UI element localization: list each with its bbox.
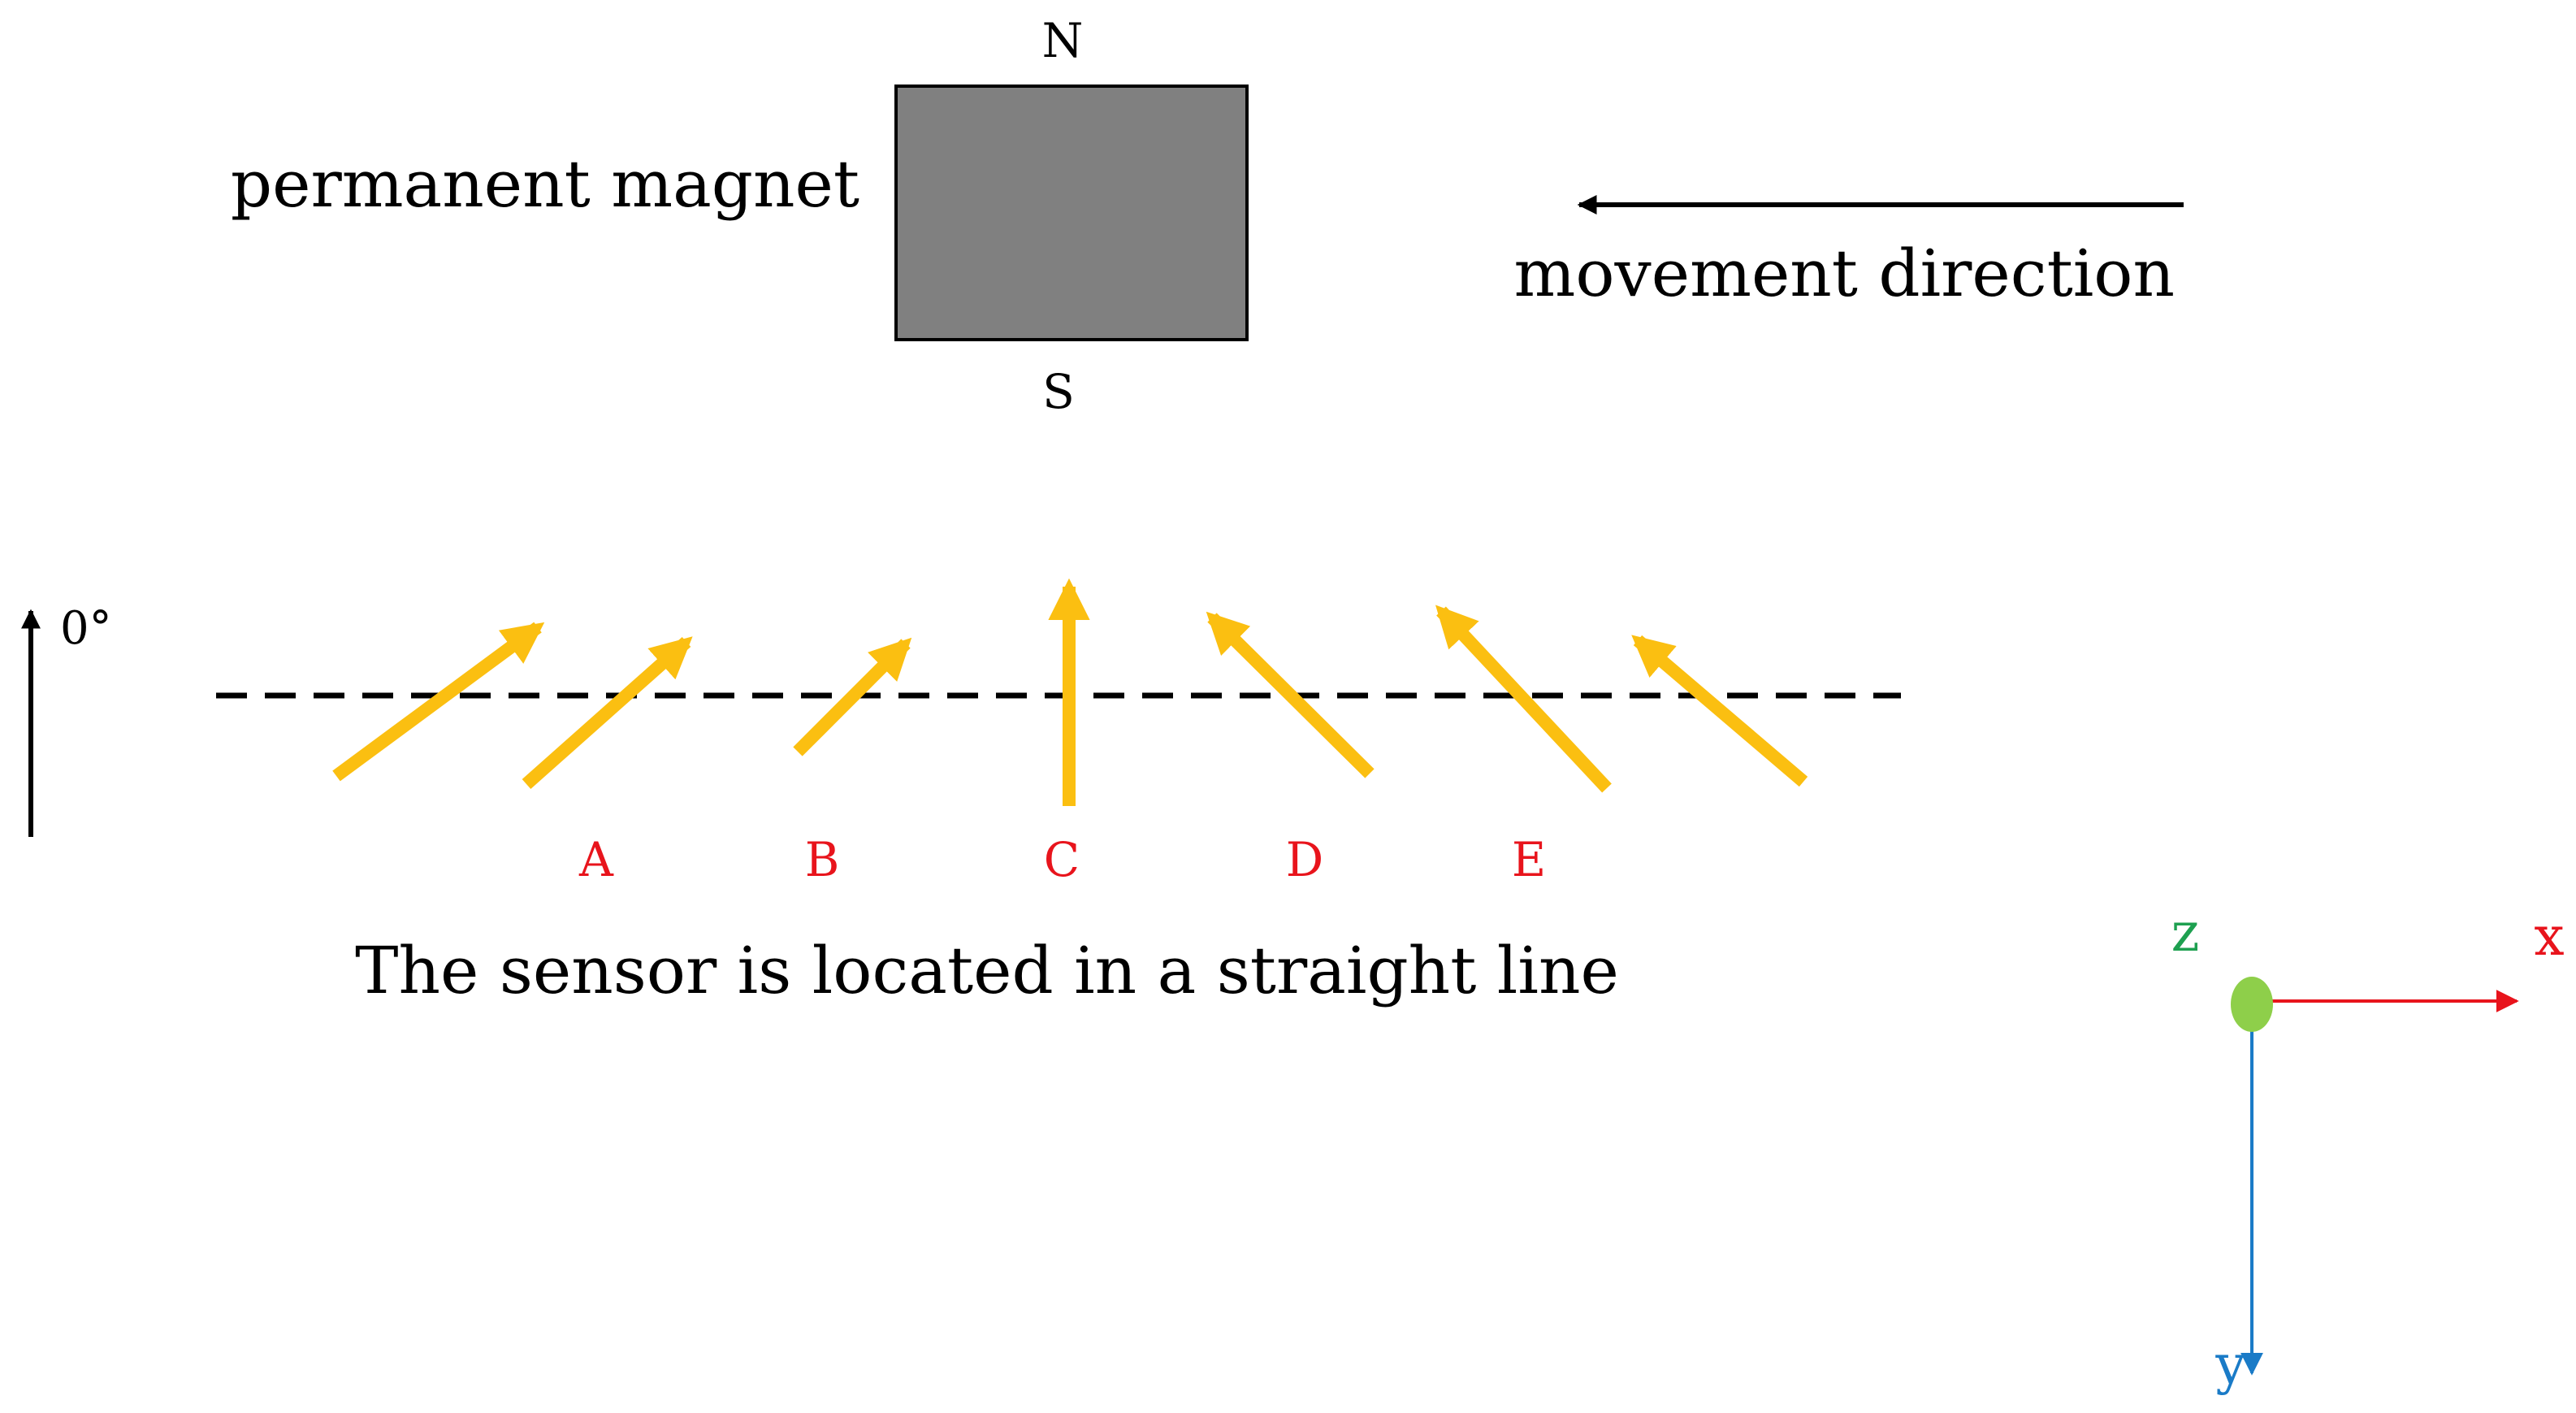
movement-direction-label: movement direction bbox=[1514, 236, 2175, 311]
north-pole-label: N bbox=[1042, 13, 1084, 68]
zero-degree-label: 0° bbox=[60, 602, 112, 655]
field-arrow-7 bbox=[1631, 635, 1808, 787]
sensor-labels: A B C D E bbox=[578, 832, 1546, 887]
field-arrow-3 bbox=[793, 637, 912, 756]
y-axis-label: y bbox=[2214, 1333, 2246, 1396]
south-pole-label: S bbox=[1042, 364, 1075, 419]
sensor-label-c: C bbox=[1044, 832, 1080, 887]
sensor-label-d: D bbox=[1286, 832, 1324, 887]
sensor-caption: The sensor is located in a straight line bbox=[355, 933, 1619, 1008]
sensor-label-e: E bbox=[1512, 832, 1546, 887]
z-axis-origin-dot bbox=[2231, 977, 2273, 1032]
field-arrow-1 bbox=[332, 622, 545, 782]
sensor-label-a: A bbox=[578, 832, 614, 887]
field-arrow-5 bbox=[1206, 611, 1375, 778]
z-axis-label: z bbox=[2171, 901, 2200, 964]
field-arrow-2 bbox=[522, 636, 693, 789]
field-arrow-6 bbox=[1435, 605, 1612, 793]
permanent-magnet-block bbox=[894, 85, 1249, 341]
coordinate-axes: x y z bbox=[2171, 901, 2565, 1396]
field-arrows bbox=[332, 578, 1808, 806]
sensor-label-b: B bbox=[805, 832, 840, 887]
x-axis-label: x bbox=[2534, 905, 2564, 968]
permanent-magnet-label: permanent magnet bbox=[231, 146, 859, 222]
